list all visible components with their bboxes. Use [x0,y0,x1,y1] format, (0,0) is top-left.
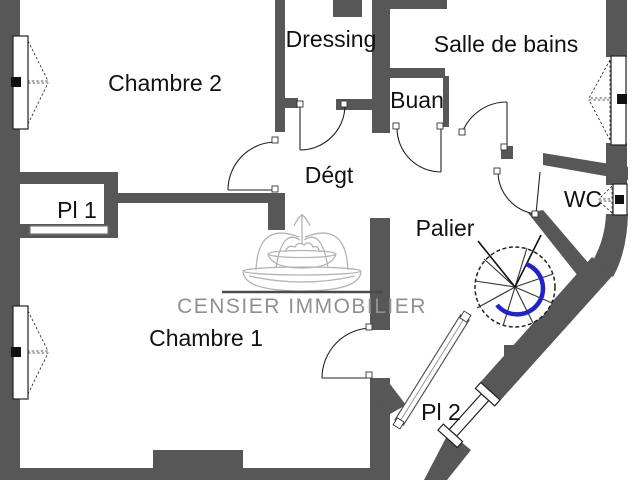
wall-right-top [606,0,627,57]
wall-top-bar-sdb [385,0,447,9]
door-buanderie [392,122,444,173]
wall-pl1-right [104,172,118,236]
wall-dressing-right [372,0,390,133]
room-label-salle-de-bains: Salle de bains [434,31,579,57]
window-chambre2-icon [11,35,49,130]
windows [11,35,628,449]
wall-chambre-divider [110,193,282,203]
room-label-placard-2: Pl 2 [421,399,461,425]
door-dressing [296,100,348,151]
wall-buan-top [385,68,445,78]
window-chambre1-icon [11,305,49,400]
window-diagonal-pl2-icon [437,381,501,449]
watermark-text: CENSIER IMMOBILIER [177,295,427,318]
wall-bottom-bump [153,450,243,470]
room-label-wc: WC [564,186,602,212]
window-salle-de-bains-icon [588,55,627,146]
fountain-sketch-icon [242,214,362,292]
room-label-buanderie: Buan [390,87,444,113]
wall-divider-corner [268,193,285,230]
pl1-sliding-door [29,225,109,235]
spiral-staircase-icon [474,234,556,328]
door-wc [493,167,541,218]
door-chambre2 [227,136,279,193]
wall-buan-right-thin [443,76,449,127]
room-label-chambre-2: Chambre 2 [108,70,222,96]
doors [227,100,541,379]
staircase-direction-arrow [495,261,546,317]
wall-stair-stub [504,345,517,375]
watermark-logo: CENSIER IMMOBILIER [177,214,427,318]
wall-right-mid [606,143,627,185]
wall-stub-dressing [285,98,298,108]
wall-top-block-dressing [333,0,362,17]
room-label-degagement: Dégt [305,162,354,188]
room-label-chambre-1: Chambre 1 [149,325,263,351]
room-labels: Chambre 2 Dressing Salle de bains Buan D… [57,26,602,425]
pl2-glazed-front [392,310,472,430]
window-wc-icon [597,183,628,216]
wall-dressing-door-jamb [336,99,374,110]
wall-dressing-left [275,0,285,132]
room-label-palier: Palier [416,215,475,241]
wall-pl1-top [14,172,116,184]
wall-wc-curve [592,214,628,277]
wall-chambre1-right-upper [370,218,390,330]
wall-bottom-exterior [18,468,390,480]
wall-wc-stair-divider [528,210,591,276]
room-label-placard-1: Pl 1 [57,197,97,223]
room-label-dressing: Dressing [286,26,377,52]
door-chambre1 [321,323,373,379]
door-salle-de-bains [458,101,508,151]
wall-pl2-corner-stub [372,384,406,414]
